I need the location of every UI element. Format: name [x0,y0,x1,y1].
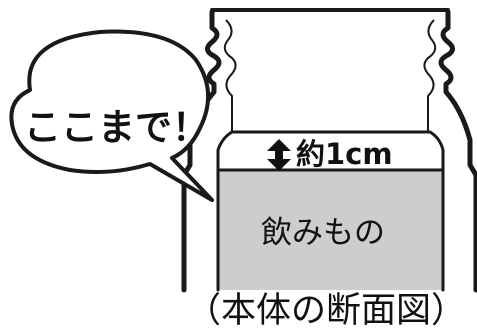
bubble-text: ここまで！ [24,106,209,149]
liquid-fill [218,170,443,290]
diagram-caption: （本体の断面図） [186,291,466,331]
gap-marker-label: 約1cm [296,137,393,171]
liquid-label: 飲みもの [261,215,385,251]
up-down-arrow-icon [267,139,291,171]
speech-bubble [9,29,214,202]
inner-container-outline [216,130,445,292]
neck-threads [223,19,437,132]
bottle-right-wall [438,9,477,293]
